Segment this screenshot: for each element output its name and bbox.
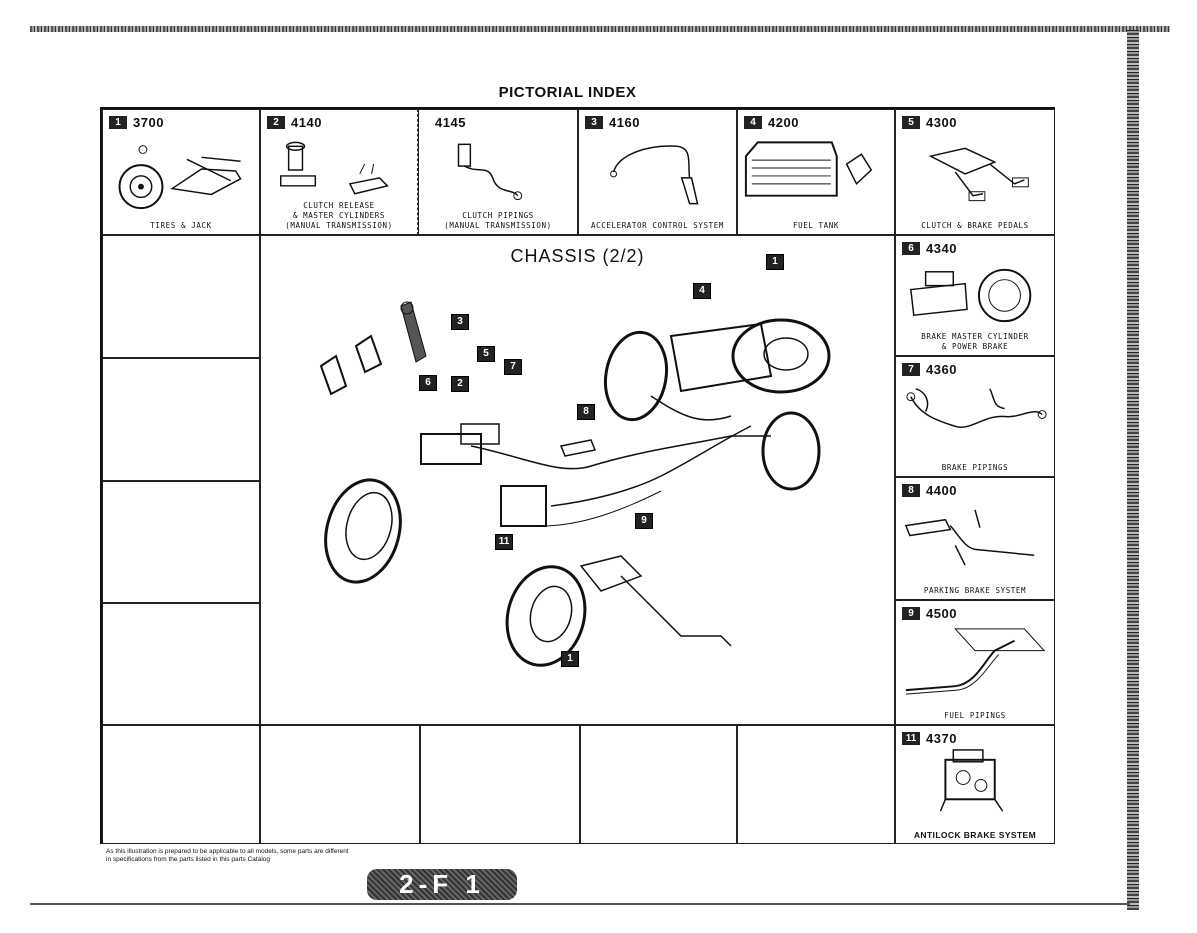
callout-tag: 8 xyxy=(577,404,595,420)
part-code: 4160 xyxy=(609,115,640,130)
cell-clutch-brake-pedals[interactable]: 5 4300 CLUTCH & BRAKE PEDALS xyxy=(895,109,1055,235)
callout-tag: 1 xyxy=(766,254,784,270)
cell-label: CLUTCH & BRAKE PEDALS xyxy=(921,221,1029,230)
part-code: 4145 xyxy=(435,115,466,130)
chassis-title: CHASSIS (2/2) xyxy=(510,246,645,266)
ref-number: 2 xyxy=(267,116,285,129)
scan-edge-top xyxy=(30,26,1170,32)
ref-number: 5 xyxy=(902,116,920,129)
scan-edge-bottom xyxy=(30,903,1130,905)
empty-cell xyxy=(580,725,737,844)
master-cylinder-illustration xyxy=(909,268,1032,323)
part-code: 4140 xyxy=(291,115,322,130)
tires-jack-illustration xyxy=(118,145,242,210)
ref-number: 9 xyxy=(902,607,920,620)
empty-cell xyxy=(102,481,260,603)
part-code: 4500 xyxy=(926,606,957,621)
callout-tag: 4 xyxy=(693,283,711,299)
cell-clutch-pipings[interactable]: 4145 CLUTCH PIPINGS (MANUAL TRANSMISSION… xyxy=(418,109,578,235)
callout-tag: 9 xyxy=(635,513,653,529)
cell-accelerator-control[interactable]: 3 4160 ACCELERATOR CONTROL SYSTEM xyxy=(578,109,737,235)
parking-brake-illustration xyxy=(904,509,1035,566)
part-code: 4360 xyxy=(926,362,957,377)
abs-unit-illustration xyxy=(939,749,1004,812)
cell-clutch-release[interactable]: 2 4140 CLUTCH RELEASE & MASTER CYLINDERS … xyxy=(260,109,418,235)
part-code: 3700 xyxy=(133,115,164,130)
ref-number: 4 xyxy=(744,116,762,129)
fuel-tank-illustration xyxy=(744,141,873,197)
callout-tag: 6 xyxy=(419,375,437,391)
part-code: 4200 xyxy=(768,115,799,130)
cell-fuel-tank[interactable]: 4 4200 FUEL TANK xyxy=(737,109,895,235)
part-code: 4370 xyxy=(926,731,957,746)
cell-label: ANTILOCK BRAKE SYSTEM xyxy=(913,830,1037,840)
chassis-diagram: CHASSIS (2/2) xyxy=(260,235,895,725)
cell-label: FUEL PIPINGS xyxy=(944,711,1006,720)
ref-number: 8 xyxy=(902,484,920,497)
empty-cell xyxy=(102,725,260,844)
clutch-pipings-illustration xyxy=(457,143,523,201)
cell-label: CLUTCH RELEASE & MASTER CYLINDERS (MANUA… xyxy=(285,201,393,230)
empty-cell xyxy=(420,725,580,844)
brake-pipings-illustration xyxy=(906,388,1047,429)
clutch-cylinder-illustration xyxy=(280,141,389,195)
ref-number: 6 xyxy=(902,242,920,255)
scan-edge-right xyxy=(1127,30,1139,910)
callout-tag: 1 xyxy=(561,651,579,667)
empty-cell xyxy=(102,358,260,481)
cell-brake-master-cylinder[interactable]: 6 4340 BRAKE MASTER CYLINDER & POWER BRAK… xyxy=(895,235,1055,356)
accelerator-illustration xyxy=(610,145,699,205)
part-code: 4400 xyxy=(926,483,957,498)
ref-number: 7 xyxy=(902,363,920,376)
cell-label: FUEL TANK xyxy=(792,221,840,230)
fuel-pipings-illustration xyxy=(905,628,1046,695)
callout-tag: 3 xyxy=(451,314,469,330)
cell-tires-jack[interactable]: 1 3700 TIRES & JACK xyxy=(102,109,260,235)
empty-cell xyxy=(737,725,895,844)
disclaimer-text: As this illustration is prepared to be a… xyxy=(106,848,349,863)
index-frame: 1 3700 TIRES & JACK 2 4140 CLUTCH RELEASE … xyxy=(100,107,1055,844)
callout-tag: 7 xyxy=(504,359,522,375)
callout-tag: 5 xyxy=(477,346,495,362)
cell-label: BRAKE PIPINGS xyxy=(941,463,1009,472)
empty-cell xyxy=(260,725,420,844)
part-code: 4300 xyxy=(926,115,957,130)
cell-label: ACCELERATOR CONTROL SYSTEM xyxy=(591,221,724,230)
pedals-illustration xyxy=(928,147,1029,202)
ref-number: 3 xyxy=(585,116,603,129)
cell-parking-brake[interactable]: 8 4400 PARKING BRAKE SYSTEM xyxy=(895,477,1055,600)
callout-tag: 11 xyxy=(495,534,513,550)
callout-tag: 2 xyxy=(451,376,469,392)
cell-antilock-brake[interactable]: 11 4370 ANTILOCK BRAKE SYSTEM xyxy=(895,725,1055,844)
page-number: 2-F 1 xyxy=(367,869,517,900)
empty-cell xyxy=(102,603,260,725)
part-code: 4340 xyxy=(926,241,957,256)
ref-number: 11 xyxy=(902,732,920,745)
cell-label: CLUTCH PIPINGS (MANUAL TRANSMISSION) xyxy=(444,211,552,230)
cell-label: BRAKE MASTER CYLINDER & POWER BRAKE xyxy=(921,332,1029,351)
page-title: PICTORIAL INDEX xyxy=(498,84,637,101)
ref-number: 1 xyxy=(109,116,127,129)
cell-label: TIRES & JACK xyxy=(150,221,212,230)
chassis-drawing xyxy=(319,301,831,667)
cell-label: PARKING BRAKE SYSTEM xyxy=(923,586,1027,595)
cell-fuel-pipings[interactable]: 9 4500 FUEL PIPINGS xyxy=(895,600,1055,725)
empty-cell xyxy=(102,235,260,358)
cell-brake-pipings[interactable]: 7 4360 BRAKE PIPINGS xyxy=(895,356,1055,477)
